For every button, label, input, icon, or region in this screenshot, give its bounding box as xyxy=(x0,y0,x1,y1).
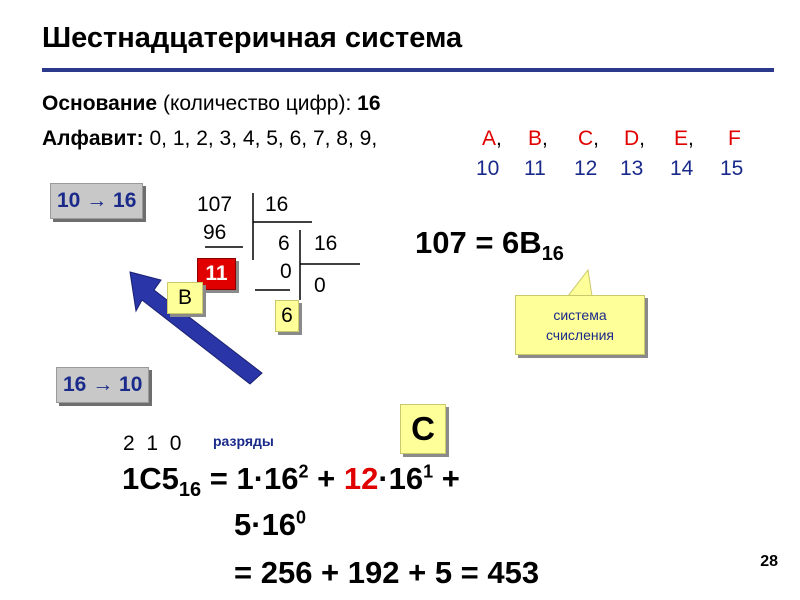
base-label: Основание xyxy=(42,92,158,115)
subtrahend-1: 96 xyxy=(203,221,227,244)
code-a: 10 xyxy=(476,157,500,180)
remainder-6: 6 xyxy=(275,300,299,332)
letter-e: E, xyxy=(674,127,694,150)
letter-f: F xyxy=(728,127,741,150)
badge-dec-to-hex: 10 → 16 xyxy=(50,183,144,219)
letter-c: C, xyxy=(578,127,600,150)
base-text: (количество цифр): xyxy=(157,92,358,115)
alphabet-label: Алфавит: xyxy=(42,127,144,150)
code-d: 13 xyxy=(620,157,644,180)
code-f: 15 xyxy=(720,157,744,180)
dividend: 107 xyxy=(197,193,233,216)
page-title: Шестнадцатеричная система xyxy=(42,22,463,54)
positions-label: разряды xyxy=(213,433,274,449)
position-digits: 2 1 0 xyxy=(123,432,182,455)
subtrahend-2: 0 xyxy=(280,260,292,283)
result-equation: 107 = 6B16 xyxy=(415,225,564,266)
quotient-2: 0 xyxy=(314,274,326,297)
badge-hex-to-dec: 16 → 10 xyxy=(56,367,150,403)
letter-d: D, xyxy=(624,127,646,150)
letter-a: A, xyxy=(482,127,502,150)
arrow-icon xyxy=(129,271,263,385)
alphabet-line: Алфавит: 0, 1, 2, 3, 4, 5, 6, 7, 8, 9, xyxy=(42,127,377,151)
alphabet-digits: 0, 1, 2, 3, 4, 5, 6, 7, 8, 9, xyxy=(143,127,378,150)
callout-box: система счисления xyxy=(515,295,645,355)
expansion-line-2: 5·160 xyxy=(234,507,307,542)
title-underline xyxy=(42,68,774,72)
expansion-line-3: = 256 + 192 + 5 = 453 xyxy=(234,555,540,590)
base-value: 16 xyxy=(357,92,381,115)
divisor-2: 16 xyxy=(314,232,338,255)
expansion-line-1: 1C516 = 1·162 + 12·161 + xyxy=(122,461,460,502)
quotient-1: 6 xyxy=(278,232,290,255)
base-line: Основание (количество цифр): 16 xyxy=(42,92,381,116)
remainder-11: 11 xyxy=(197,258,236,290)
code-e: 14 xyxy=(670,157,694,180)
divisor-1: 16 xyxy=(265,193,289,216)
letter-b-box: B xyxy=(167,282,203,314)
code-b: 11 xyxy=(524,157,546,180)
highlight-letter-c: C xyxy=(400,404,446,454)
page-number: 28 xyxy=(760,553,778,570)
code-c: 12 xyxy=(574,157,598,180)
letter-b: B, xyxy=(528,127,548,150)
